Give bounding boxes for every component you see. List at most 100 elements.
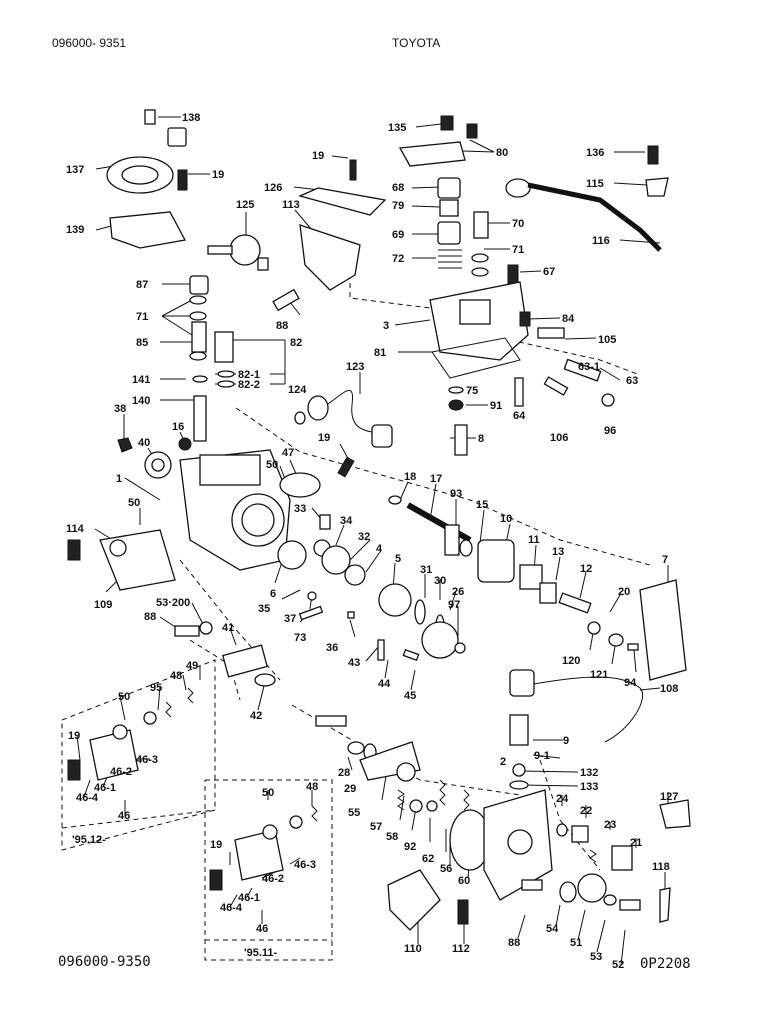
label-46-3a: 46-3 — [136, 754, 158, 766]
label-version-95-12: '95.12- — [72, 834, 106, 846]
label-133: 133 — [580, 781, 598, 793]
label-19b: 19 — [312, 150, 324, 162]
document-id-footer: 096000-9350 — [58, 954, 151, 970]
label-46-1a: 46-1 — [94, 782, 116, 794]
label-11: 11 — [528, 534, 540, 546]
label-18: 18 — [404, 471, 416, 483]
label-10: 10 — [500, 513, 512, 525]
label-28: 28 — [338, 767, 350, 779]
label-45: 45 — [404, 690, 416, 702]
label-48a: 48 — [170, 670, 182, 682]
label-50d: 50 — [262, 787, 274, 799]
label-50b: 50 — [128, 497, 140, 509]
label-87: 87 — [136, 279, 148, 291]
label-1: 1 — [116, 473, 122, 485]
label-141: 141 — [132, 374, 150, 386]
part-number-labels: 138 137 19 139 135 80 19 126 68 79 70 12… — [66, 112, 678, 971]
label-35: 35 — [258, 603, 270, 615]
label-126: 126 — [264, 182, 282, 194]
label-31: 31 — [420, 564, 432, 576]
label-19c: 19 — [318, 432, 330, 444]
label-91: 91 — [490, 400, 502, 412]
label-93: 93 — [450, 488, 462, 500]
label-13: 13 — [552, 546, 564, 558]
label-71b: 71 — [136, 311, 148, 323]
label-46-2b: 46-2 — [262, 873, 284, 885]
label-68: 68 — [392, 182, 404, 194]
label-8: 8 — [478, 433, 484, 445]
label-7: 7 — [662, 554, 668, 566]
label-46-3b: 46-3 — [294, 859, 316, 871]
label-24: 24 — [556, 793, 569, 805]
label-132: 132 — [580, 767, 598, 779]
drawing-code-footer: 0P2208 — [640, 956, 691, 972]
label-9: 9 — [563, 735, 569, 747]
label-12: 12 — [580, 563, 592, 575]
label-115: 115 — [586, 178, 604, 190]
label-84: 84 — [562, 313, 575, 325]
label-19a: 19 — [212, 169, 224, 181]
label-46a: 46 — [118, 810, 130, 822]
label-96: 96 — [604, 425, 616, 437]
label-22: 22 — [580, 805, 592, 817]
label-46b: 46 — [256, 923, 268, 935]
label-44: 44 — [378, 678, 391, 690]
label-105: 105 — [598, 334, 616, 346]
label-33: 33 — [294, 503, 306, 515]
label-110: 110 — [404, 943, 422, 955]
label-38: 38 — [114, 403, 126, 415]
label-36: 36 — [326, 642, 338, 654]
label-121: 121 — [590, 669, 608, 681]
label-136: 136 — [586, 147, 604, 159]
label-114: 114 — [66, 523, 85, 535]
label-135: 135 — [388, 122, 406, 134]
label-88c: 88 — [508, 937, 520, 949]
label-67a: 67 — [543, 266, 555, 278]
label-23: 23 — [604, 819, 616, 831]
label-21: 21 — [630, 837, 642, 849]
label-113: 113 — [282, 199, 300, 211]
label-46-4a: 46-4 — [76, 792, 99, 804]
label-81: 81 — [374, 347, 386, 359]
label-116: 116 — [592, 235, 610, 247]
label-4: 4 — [376, 543, 383, 555]
label-92: 92 — [404, 841, 416, 853]
label-109: 109 — [94, 599, 112, 611]
label-29: 29 — [344, 783, 356, 795]
label-88a: 88 — [276, 320, 288, 332]
label-69: 69 — [392, 229, 404, 241]
label-75: 75 — [466, 385, 478, 397]
label-71a: 71 — [512, 244, 524, 256]
label-137: 137 — [66, 164, 84, 176]
label-32: 32 — [358, 531, 370, 543]
label-version-95-11: '95.11- — [244, 947, 278, 959]
label-53: 53 — [590, 951, 602, 963]
label-17: 17 — [430, 473, 442, 485]
label-85: 85 — [136, 337, 148, 349]
label-53-200: 53·200 — [156, 597, 190, 609]
label-124: 124 — [288, 384, 307, 396]
label-37: 37 — [284, 613, 296, 625]
label-34: 34 — [340, 515, 353, 527]
label-123: 123 — [346, 361, 364, 373]
label-127: 127 — [660, 791, 678, 803]
label-63: 63 — [626, 375, 638, 387]
label-95: 95 — [150, 682, 162, 694]
label-5: 5 — [395, 553, 401, 565]
label-79: 79 — [392, 200, 404, 212]
label-139: 139 — [66, 224, 84, 236]
label-2: 2 — [500, 756, 506, 768]
label-19d: 19 — [68, 730, 80, 742]
label-106: 106 — [550, 432, 568, 444]
label-6: 6 — [270, 588, 276, 600]
label-70: 70 — [512, 218, 524, 230]
label-46-1b: 46-1 — [238, 892, 260, 904]
label-140: 140 — [132, 395, 150, 407]
label-50a: 50 — [266, 459, 278, 471]
label-82-2: 82-2 — [238, 379, 260, 391]
label-80: 80 — [496, 147, 508, 159]
label-20: 20 — [618, 586, 630, 598]
label-72: 72 — [392, 253, 404, 265]
document-id-header: 096000- 9351 — [52, 36, 127, 50]
label-138: 138 — [182, 112, 200, 124]
